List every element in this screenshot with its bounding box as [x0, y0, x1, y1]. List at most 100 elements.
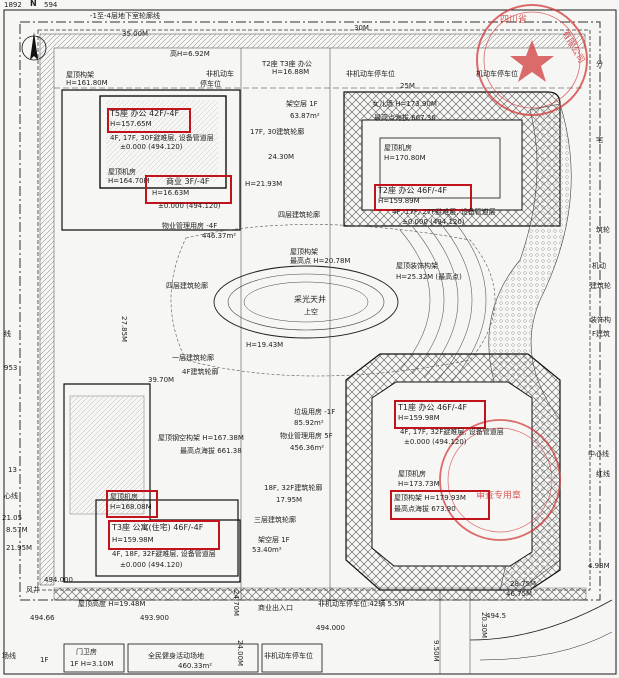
tower-t1-highlight — [394, 400, 486, 429]
right-edge-label: 4.98M — [588, 562, 610, 570]
mgmt-area-label: 446.37m² — [202, 232, 237, 240]
nonmotor-row-label: 非机动车停车位:42辆 5.5M — [318, 600, 405, 608]
dim-label: 17.95M — [276, 496, 303, 504]
approval-stamp — [439, 4, 588, 541]
height-label: H=21.93M — [245, 180, 283, 188]
tower-t3-footprint — [63, 383, 241, 583]
atrium-label: 采光天井 — [294, 295, 326, 304]
garbage-area-label: 85.92m² — [294, 419, 324, 427]
motor-parking-label: 非机动车停车位 — [346, 70, 395, 78]
overhead-label: 架空层 1F — [258, 536, 290, 544]
tower-t3-highlight — [108, 520, 220, 550]
atrium-ellipse — [213, 265, 399, 339]
dim-label: 24.30M — [268, 153, 295, 161]
left-edge-label: 心线 — [4, 492, 18, 500]
height-label: H=19.43M — [246, 341, 284, 349]
dim-label: 24.70M — [232, 590, 240, 617]
tower-t2-height: H=159.89M — [378, 197, 420, 205]
left-edge-label: 场线 — [2, 652, 16, 660]
corridor-label: 18F, 32F建筑轮廓 — [264, 484, 323, 492]
machine-room-label: 屋顶机房 — [384, 144, 412, 152]
south-boundary-curve — [469, 599, 613, 641]
machine-room-label: 屋顶机房 — [110, 493, 138, 501]
right-edge-label: 机动 — [592, 262, 606, 270]
edge-label: 分 — [596, 60, 603, 68]
roof-deco-height: H=25.32M (最高点) — [396, 273, 462, 281]
right-edge-label: 中心线 — [588, 450, 609, 458]
right-edge-label: 宅 — [596, 136, 603, 144]
tower-t1-height: H=159.98M — [398, 414, 440, 422]
tower-t3-height: H=159.98M — [112, 536, 154, 544]
tower-t2-name: T2座 办公 46F/-4F — [378, 186, 448, 195]
tower-t3-elevation: ±0.000 (494.120) — [120, 561, 183, 569]
dim-label: 30M — [354, 24, 369, 32]
dim-label: 27.85M — [120, 316, 128, 343]
tower-t5-footprint — [99, 95, 227, 189]
dim-label: 28.75M — [510, 580, 537, 588]
fitness-area-label: 460.33m² — [178, 662, 213, 670]
right-edge-label: F建筑 — [592, 330, 611, 338]
fitness-area — [127, 643, 259, 673]
corridor-label: 四层建筑轮廓 — [166, 282, 208, 290]
red-line-boundary — [19, 21, 601, 601]
motor-parking-label: 机动车停车位 — [476, 70, 518, 78]
guard-house-sub: 1F H=3.10M — [70, 660, 114, 668]
top-elevation-label: 最高点海拔 673.90 — [394, 505, 456, 513]
nonmotor-label: 非机动车 — [206, 70, 234, 78]
left-edge-label: 1F — [40, 656, 49, 664]
mgmt5-label: 物业管理用房 5F — [280, 432, 333, 440]
left-edge-label: 13 — [8, 466, 17, 474]
elevation-label: 494.66 — [30, 614, 55, 622]
stamp-arc-text: 四川省 — [500, 15, 528, 25]
guard-house — [63, 643, 125, 673]
north-arrow-icon — [21, 32, 47, 61]
tower-t1-elevation: ±0.000 (494.120) — [404, 438, 467, 446]
left-edge-label: 21.95M — [6, 544, 33, 552]
elevation-label: 494.000 — [316, 624, 345, 632]
parapet-label: 女儿墙 H=173.90M — [372, 100, 437, 108]
corridor-label: 三层建筑轮廓 — [254, 516, 296, 524]
machine-room-label: 屋顶机房 — [108, 168, 136, 176]
parking-sub-label: 停车位 — [200, 80, 221, 88]
elevation-label: 493.900 — [140, 614, 169, 622]
roof-steel-label: 屋顶钢空构架 H=167.38M — [158, 434, 244, 442]
corridor-label: 一层建筑轮廓 — [172, 354, 214, 362]
right-edge-label: 装饰构 — [590, 316, 611, 324]
tower-t1-floors: 4F, 17F, 32F避难层, 设备管道层 — [400, 428, 504, 436]
machine-height-label: H=173.73M — [398, 480, 440, 488]
roof-frame-label: 屋顶构架 H=179.93M — [394, 494, 466, 502]
basement-line-label: -1至-4层地下室轮廓线 — [90, 12, 160, 20]
entry-label: T2座 T3座 办公 — [262, 60, 312, 68]
roof-frame-label: 屋顶构架 — [290, 248, 318, 256]
tower-t2-highlight — [374, 184, 472, 211]
tower-t3-name: T3座 公寓(住宅) 46F/-4F — [112, 523, 204, 532]
perimeter-paving — [39, 33, 586, 586]
dim-label: 46.75M — [506, 590, 533, 598]
dim-label: 39.70M — [148, 376, 175, 384]
coord-label: 1892 — [4, 1, 22, 9]
tower-t3-floors: 4F, 18F, 32F避难层, 设备管道层 — [112, 550, 216, 558]
left-edge-label: 线 — [4, 330, 11, 338]
retail-name: 商业 3F/-4F — [166, 177, 210, 186]
right-edge-label: 筑轮 — [596, 226, 610, 234]
retail-highlight — [145, 175, 232, 204]
tower-t1-name: T1座 办公 46F/-4F — [398, 403, 468, 412]
tower-t5-height: H=157.65M — [110, 120, 152, 128]
retail-elevation: ±0.000 (494.120) — [158, 202, 221, 210]
machine-room-highlight — [106, 490, 158, 518]
tower-t5-highlight — [107, 108, 191, 133]
dim-label: 20.30M — [480, 612, 488, 639]
top-point-label: 最高点 H=20.78M — [290, 257, 351, 265]
mgmt-label: 物业管理用房 -4F — [162, 222, 218, 230]
roof-height-label: H=161.80M — [66, 79, 108, 87]
basement-outline — [37, 29, 591, 591]
elevation-label: 494.000 — [44, 576, 73, 584]
tower-t5-elevation: ±0.000 (494.120) — [120, 143, 183, 151]
corridor-label: 17F, 30建筑轮廓 — [250, 128, 305, 136]
roof-height-label: 屋顶高度 H=19.48M — [78, 600, 146, 608]
right-edge-label: 红线 — [596, 470, 610, 478]
machine-height-label: H=170.80M — [384, 154, 426, 162]
machine-height-label: H=168.08M — [110, 503, 152, 511]
tower-t2-elevation: ±0.000 (494.120) — [402, 218, 465, 226]
